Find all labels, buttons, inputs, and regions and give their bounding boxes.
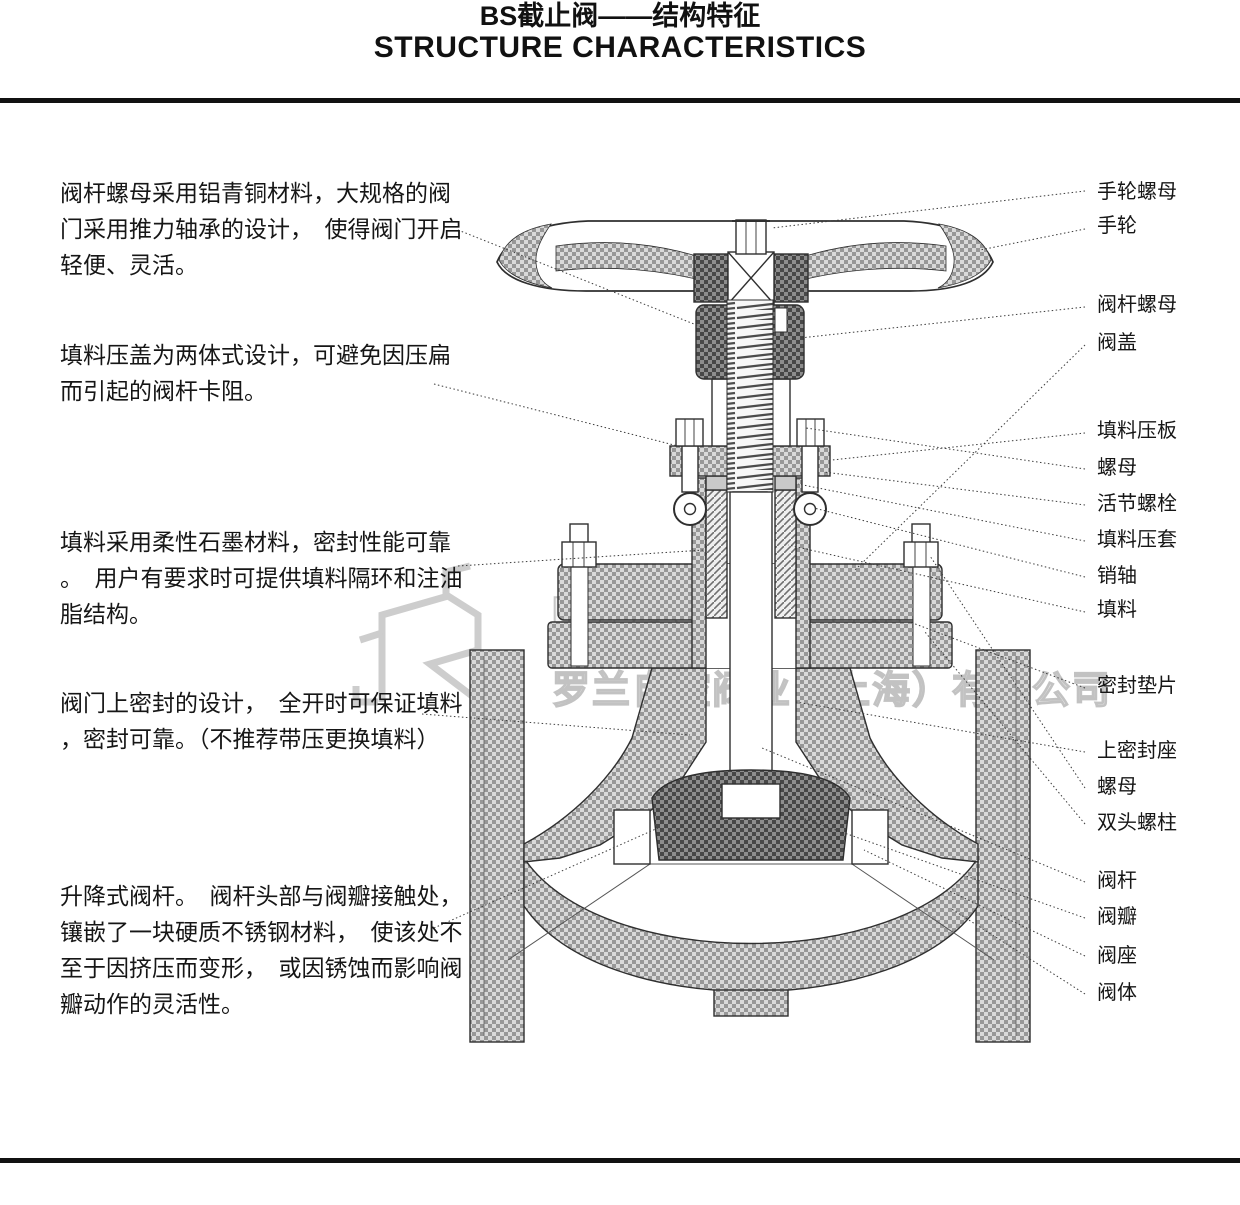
seat-ring-right xyxy=(851,809,889,865)
handwheel-nut xyxy=(735,219,767,255)
leader-lines xyxy=(421,190,1086,995)
eye-bolt-shank-left xyxy=(681,445,699,493)
callout-bonnet: 阀盖 xyxy=(1097,332,1137,354)
leader-packing xyxy=(787,544,1086,613)
stud-tip-right xyxy=(911,523,931,544)
callout-gasket: 密封垫片 xyxy=(1097,675,1177,697)
leader-stem-nut xyxy=(799,306,1086,339)
gland-sleeve-left xyxy=(705,475,728,491)
seat-ring-left xyxy=(613,809,651,865)
body-bottom-boss xyxy=(713,989,789,1017)
leader-upper-seal-seat xyxy=(795,701,1086,753)
stem-head xyxy=(721,783,781,819)
stud-tip-left xyxy=(569,523,589,544)
callout-stud-nut: 螺母 xyxy=(1097,776,1137,798)
callout-packing: 填料 xyxy=(1097,599,1137,621)
callout-eye-bolt: 活节螺栓 xyxy=(1097,493,1177,515)
stem xyxy=(729,491,773,795)
body-belly xyxy=(523,855,979,993)
yoke-leg-right xyxy=(771,378,791,447)
stem-thread xyxy=(726,299,774,493)
pin-left xyxy=(683,502,697,516)
valve-body xyxy=(469,649,1031,1043)
leader-gland-sleeve xyxy=(797,483,1086,542)
leader-bonnet xyxy=(854,344,1086,571)
note-rising-stem: 升降式阀杆。 阀杆头部与阀瓣接触处， 镶嵌了一块硬质不锈钢材料， 使该处不 至于… xyxy=(60,883,463,1017)
pin-right xyxy=(803,502,817,516)
callout-handwheel: 手轮 xyxy=(1097,215,1137,237)
note-packing-graphite: 填料采用柔性石墨材料，密封性能可靠 。 用户有要求时可提供填料隔环和注油 脂结构… xyxy=(60,529,463,627)
callout-pin: 销轴 xyxy=(1097,565,1137,587)
leader-eye-bolt xyxy=(823,471,1086,506)
leader-note-packing xyxy=(457,549,705,567)
packing-right xyxy=(774,489,797,619)
callout-stem-nut: 阀杆螺母 xyxy=(1097,294,1177,316)
note-gland-two-piece: 填料压盖为两体式设计，可避免因压扁 而引起的阀杆卡阻。 xyxy=(60,342,451,404)
packing-left xyxy=(705,489,728,619)
note-stem-nut: 阀杆螺母采用铝青铜材料，大规格的阀 门采用推力轴承的设计， 使得阀门开启 轻便、… xyxy=(60,180,463,278)
leader-stud-nut xyxy=(929,555,1086,789)
flow-passage-lines xyxy=(507,863,995,961)
gland-nut-right xyxy=(796,418,825,447)
leader-gland-nut xyxy=(805,427,1086,470)
callout-gland-sleeve: 填料压套 xyxy=(1097,529,1177,551)
callout-disc: 阀瓣 xyxy=(1097,906,1137,928)
flange-studs xyxy=(561,523,939,667)
note-backseat: 阀门上密封的设计， 全开时可保证填料 ，密封可靠。（不推荐带压更换填料） xyxy=(60,690,463,752)
stem-nut-key xyxy=(774,307,788,333)
leader-stud xyxy=(924,631,1086,825)
stud-nut-left xyxy=(561,541,597,568)
page-title: BS截止阀——结构特征 xyxy=(479,1,761,31)
callout-gland-flange: 填料压板 xyxy=(1097,420,1177,442)
page-subtitle: STRUCTURE CHARACTERISTICS xyxy=(373,31,867,64)
leader-handwheel xyxy=(979,228,1086,251)
handwheel-hub-right xyxy=(773,253,809,303)
leader-note-stem-head xyxy=(433,827,659,929)
handwheel xyxy=(496,219,994,305)
callout-handwheel-nut: 手轮螺母 xyxy=(1097,181,1177,203)
right-pipe-flange xyxy=(975,649,1031,1043)
callout-seat: 阀座 xyxy=(1097,945,1137,967)
callout-nut: 螺母 xyxy=(1097,457,1137,479)
leader-body xyxy=(949,907,1086,995)
leader-note-backseat xyxy=(421,713,691,736)
leader-gland-flange xyxy=(831,432,1086,461)
gland-nut-left xyxy=(675,418,704,447)
callout-body: 阀体 xyxy=(1097,982,1137,1004)
handwheel-hub-left xyxy=(693,253,729,303)
leader-seat xyxy=(863,849,1086,957)
top-rule xyxy=(0,98,1240,103)
leader-pin xyxy=(813,507,1086,578)
callout-stud: 双头螺柱 xyxy=(1097,812,1177,834)
callout-stem: 阀杆 xyxy=(1097,870,1137,892)
leader-handwheel-nut xyxy=(771,190,1086,229)
stud-left xyxy=(570,566,589,667)
gland-sleeve-right xyxy=(774,475,797,491)
eye-bolt-shank-right xyxy=(801,445,819,493)
stud-right xyxy=(912,566,931,667)
stud-nut-right xyxy=(903,541,939,568)
callout-upper-seal-seat: 上密封座 xyxy=(1097,740,1177,762)
bottom-rule xyxy=(0,1158,1240,1163)
